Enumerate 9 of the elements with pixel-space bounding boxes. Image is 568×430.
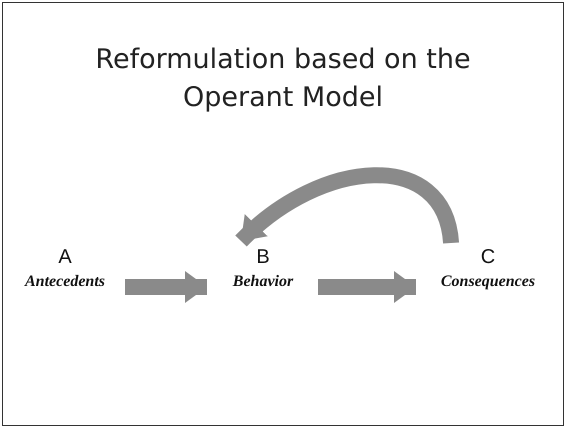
title: Reformulation based on the Operant Model (94, 43, 472, 115)
node-letter: B (256, 245, 270, 269)
node-letter: A (58, 245, 72, 269)
node-label: Antecedents (25, 272, 105, 292)
arrow (318, 271, 416, 303)
arrow (125, 271, 207, 303)
node-label: Behavior (232, 272, 294, 292)
node-letter: C (480, 245, 496, 269)
node-label: Consequences (440, 272, 536, 292)
